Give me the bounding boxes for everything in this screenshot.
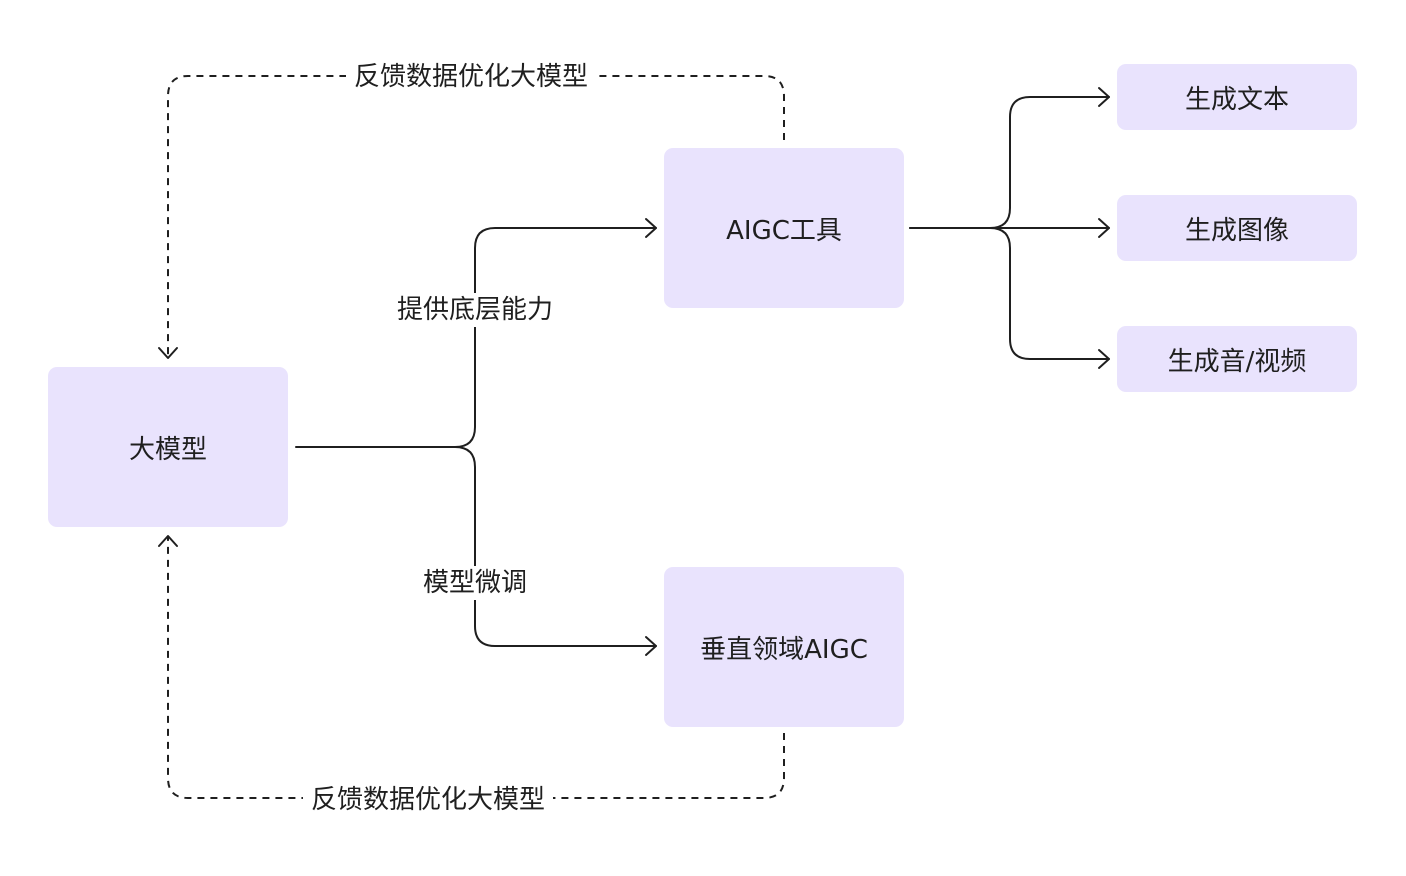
arrowhead-vertical-aigc <box>645 636 657 656</box>
node-aigc-tool: AIGC工具 <box>664 148 904 308</box>
node-large-model: 大模型 <box>48 367 288 527</box>
arrowhead-feedback-bottom <box>158 535 178 547</box>
arrowhead-aigc-tool <box>645 218 657 238</box>
edge-model-to-vertical-aigc <box>454 446 657 647</box>
node-aigc-tool-label: AIGC工具 <box>726 215 842 246</box>
edge-label-fine-tune: 模型微调 <box>414 566 536 600</box>
edge-label-feedback-top: 反馈数据优化大模型 <box>345 60 597 94</box>
edge-model-to-aigc-tool <box>295 227 657 448</box>
edge-label-feedback-bottom: 反馈数据优化大模型 <box>302 783 554 817</box>
arrowhead-gen-av <box>1098 349 1110 369</box>
edge-aigc-to-gen-text <box>909 96 1110 229</box>
arrowhead-gen-text <box>1098 87 1110 107</box>
arrowhead-gen-image <box>1098 218 1110 238</box>
edge-aigc-to-gen-av <box>989 227 1110 360</box>
arrowhead-feedback-top <box>158 347 178 359</box>
node-vertical-aigc-label: 垂直领域AIGC <box>700 634 868 665</box>
node-gen-image: 生成图像 <box>1117 195 1357 261</box>
node-gen-av: 生成音/视频 <box>1117 326 1357 392</box>
node-gen-image-label: 生成图像 <box>1184 215 1289 246</box>
node-vertical-aigc: 垂直领域AIGC <box>664 567 904 727</box>
node-large-model-label: 大模型 <box>128 434 207 465</box>
node-gen-text: 生成文本 <box>1117 64 1357 130</box>
edge-label-provide-base: 提供底层能力 <box>388 293 562 327</box>
node-gen-text-label: 生成文本 <box>1184 84 1289 115</box>
node-gen-av-label: 生成音/视频 <box>1167 346 1307 377</box>
